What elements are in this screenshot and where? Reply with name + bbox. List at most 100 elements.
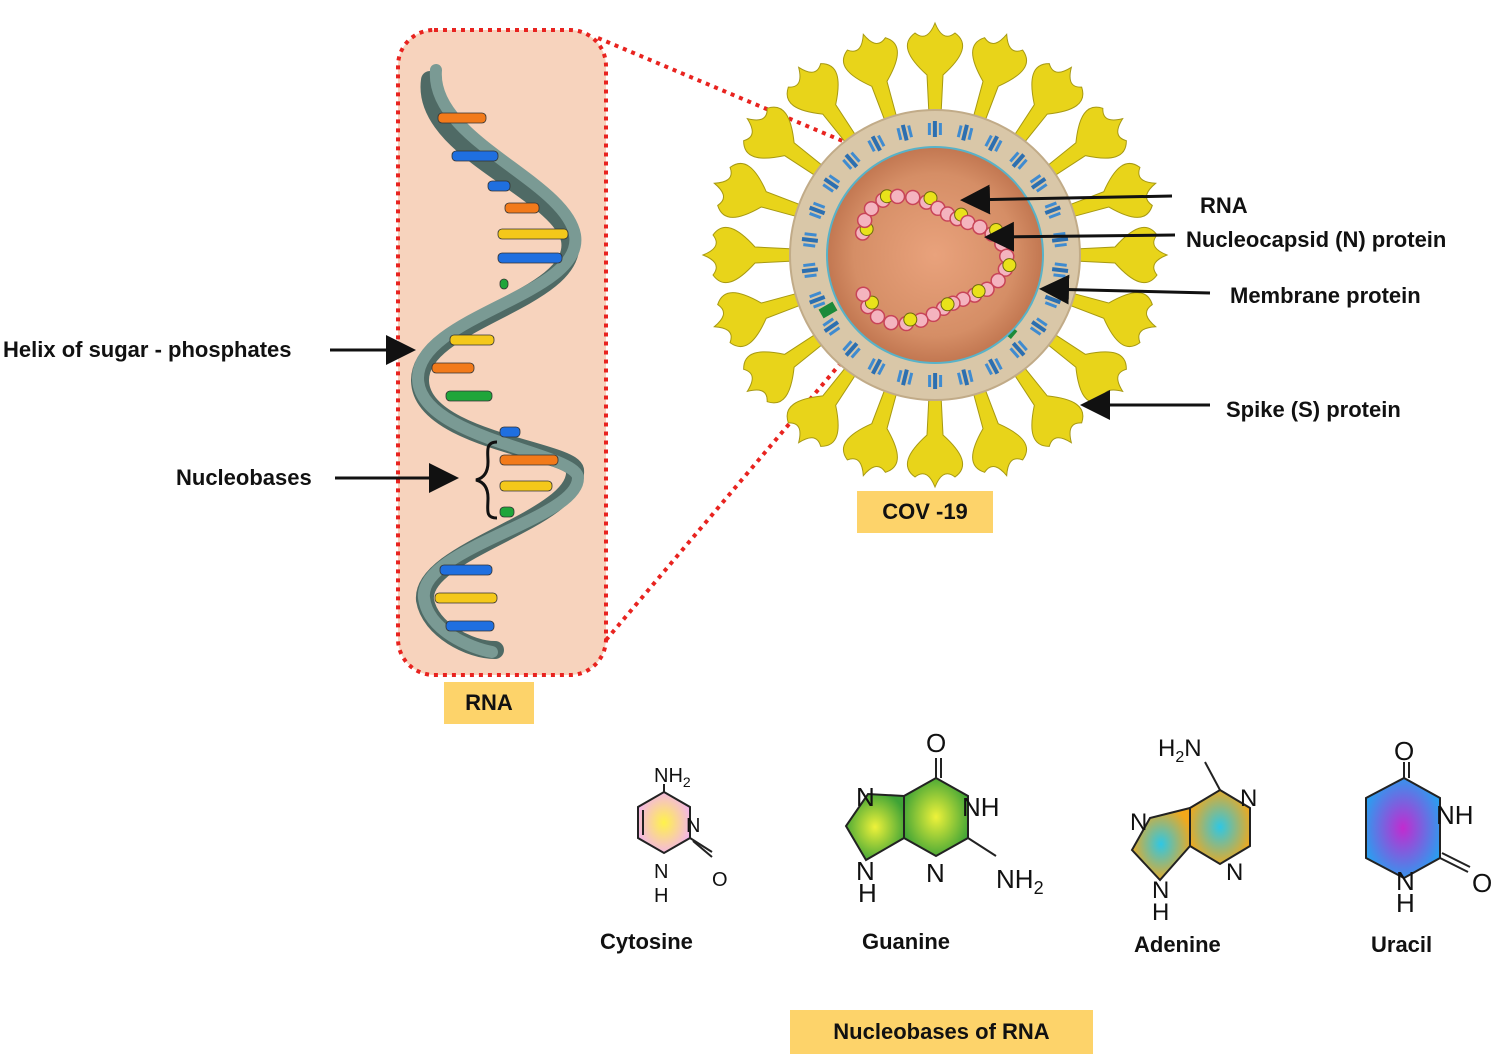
base-rung	[497, 252, 563, 264]
label-spike: Spike (S) protein	[1226, 397, 1401, 422]
spike-shape	[971, 385, 1028, 477]
nucleocapsid-protein	[1002, 258, 1017, 273]
nucleocapsid-protein	[971, 284, 986, 299]
label-nucleobases: Nucleobases	[176, 465, 312, 490]
spike-shape	[786, 364, 859, 447]
base-rung	[439, 564, 493, 576]
membrane-protein	[896, 369, 914, 386]
spike-protein	[713, 291, 805, 348]
membrane-protein-bar	[804, 232, 817, 237]
adenine-atom-n3: N	[1226, 859, 1243, 886]
base-rung	[487, 180, 511, 192]
membrane-proteins	[801, 120, 1069, 390]
membrane-protein-bar	[927, 123, 931, 136]
guanine-six-ring	[903, 776, 969, 858]
base-rung	[499, 506, 515, 518]
membrane-protein-bar	[871, 358, 883, 375]
rna-bead	[869, 308, 886, 325]
membrane-protein-bar	[1035, 183, 1048, 193]
base-rung	[499, 480, 553, 492]
zoom-line-bottom	[604, 303, 892, 642]
membrane-protein-bar	[1031, 320, 1047, 333]
rna-bead	[883, 314, 899, 331]
spike-shape	[786, 63, 859, 146]
membrane-protein-bar	[850, 151, 861, 163]
base-rung	[434, 592, 498, 604]
membrane-protein-bar	[823, 177, 839, 190]
spike-protein	[971, 33, 1028, 125]
membrane-protein-bar	[932, 120, 937, 138]
helix-backbone	[411, 64, 585, 658]
box-rna: RNA	[444, 682, 534, 724]
base-rung	[499, 454, 559, 466]
membrane-protein	[1009, 151, 1028, 170]
membrane-protein	[984, 357, 1003, 376]
membrane-protein-bar	[809, 291, 822, 299]
membrane-protein-bar	[822, 183, 834, 193]
label-nucleocapsid: Nucleocapsid (N) protein	[1186, 227, 1447, 252]
uracil-atom-h: H	[1396, 888, 1415, 918]
nucleocapsid-protein	[989, 223, 1004, 238]
membrane-protein	[801, 262, 819, 278]
spike-protein	[906, 394, 964, 489]
spike-protein	[971, 385, 1028, 477]
box-nucleobases-of-rna: Nucleobases of RNA	[790, 1010, 1093, 1054]
arrow-nucleocapsid	[984, 221, 1176, 252]
membrane-protein-bar	[928, 375, 932, 388]
membrane-protein-bar	[828, 174, 841, 184]
spike-shape	[713, 162, 805, 219]
spike-protein	[786, 364, 859, 447]
uracil-ring	[1365, 776, 1441, 880]
membrane-protein	[1044, 201, 1061, 219]
base-rung	[445, 620, 495, 632]
membrane-protein-bar	[822, 317, 835, 327]
rna-bead	[855, 286, 872, 302]
spike-protein	[1011, 63, 1084, 146]
membrane-protein-bar	[842, 158, 853, 170]
base-rung	[431, 362, 475, 374]
membrane-protein	[984, 134, 1003, 152]
membrane-protein-bar	[1030, 177, 1047, 190]
adenine-atom-h9: H	[1152, 899, 1169, 926]
membrane-protein-bar	[809, 295, 826, 305]
spike-shape	[713, 291, 805, 348]
membrane-protein	[1029, 317, 1048, 336]
uracil-atom-o1: O	[1394, 736, 1414, 766]
name-guanine: Guanine	[862, 929, 951, 954]
spike-shape	[906, 21, 964, 116]
membrane-protein	[896, 124, 913, 141]
membrane-protein	[822, 174, 841, 193]
arrow-rna	[960, 184, 1173, 215]
spike-shape	[1065, 291, 1157, 348]
membrane-protein-bar	[961, 369, 970, 386]
arrow-membrane	[1039, 274, 1211, 305]
spike-shape	[906, 394, 964, 489]
membrane-protein	[809, 291, 826, 309]
rna-bead	[863, 200, 880, 217]
rna-bead	[889, 188, 906, 205]
base-rung	[445, 390, 493, 402]
membrane-protein-bar	[1054, 262, 1067, 267]
membrane-protein-bar	[957, 372, 963, 385]
adenine-atom-n7: N	[1130, 809, 1147, 836]
membrane-protein-bar	[1048, 211, 1061, 219]
membrane-protein	[842, 151, 861, 170]
membrane-protein-bar	[1009, 151, 1020, 163]
spike-protein	[1065, 162, 1157, 219]
cytosine-atom-nh2: NH2	[654, 765, 691, 790]
base-rung	[497, 228, 569, 240]
spike-shape	[743, 331, 826, 404]
cytosine-ring	[637, 790, 691, 855]
membrane-protein	[957, 369, 974, 386]
guanine-structure	[844, 758, 997, 862]
membrane-protein-bar	[984, 363, 993, 376]
spike-protein	[1074, 226, 1169, 284]
membrane-protein	[1009, 340, 1028, 359]
nucleocapsid-protein	[940, 297, 955, 312]
membrane-protein-bar	[1011, 153, 1026, 168]
rna-helix	[410, 64, 585, 659]
spike-protein	[786, 63, 859, 146]
guanine-five-ring	[844, 792, 905, 862]
adenine-atom-h2n: H2N	[1158, 735, 1202, 766]
membrane-protein-bar	[907, 372, 914, 385]
